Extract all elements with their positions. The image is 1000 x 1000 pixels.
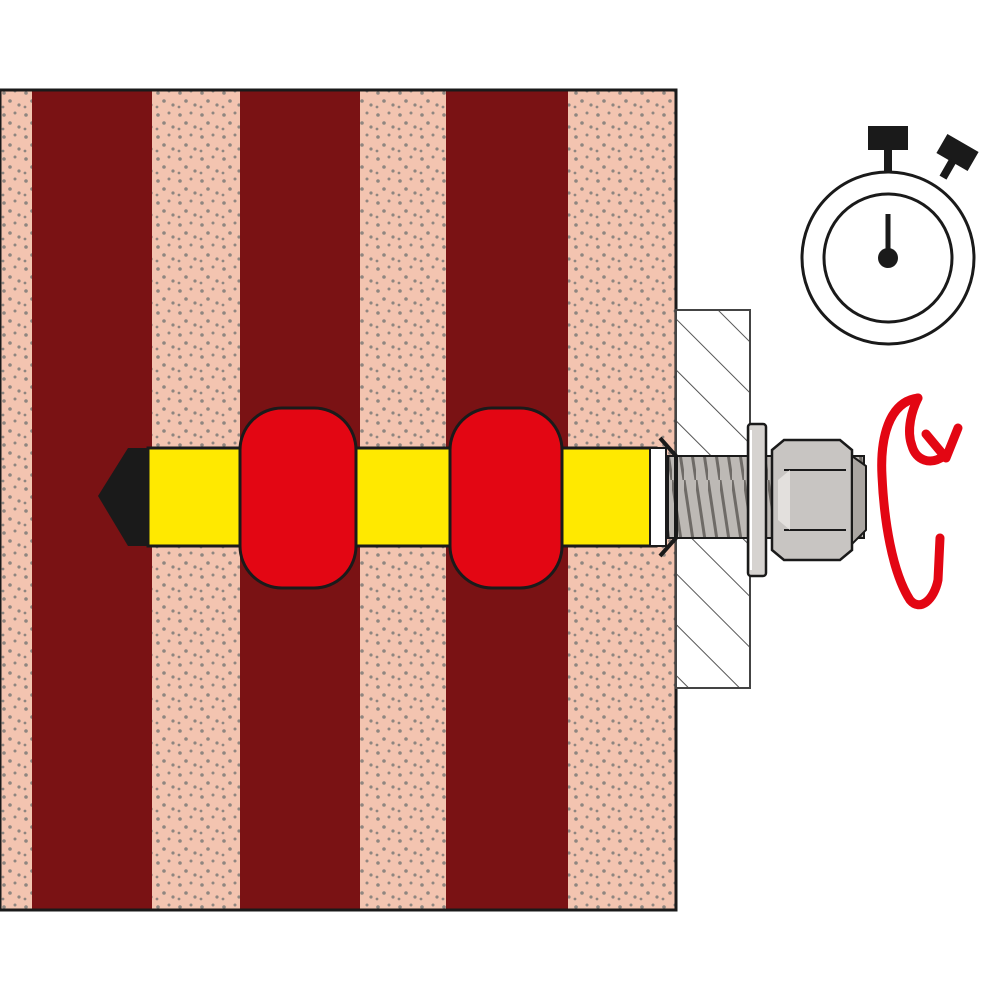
- rotation-arrow-icon: [877, 393, 963, 610]
- sleeve-body: [146, 446, 658, 548]
- expansion-plug-2: [448, 406, 564, 590]
- sleeve-end: [649, 447, 667, 547]
- anchor-sleeve: [98, 406, 667, 590]
- anchor-cone-tip: [98, 448, 150, 546]
- stopwatch-icon: [800, 126, 979, 346]
- hex-nut: [770, 438, 867, 562]
- washer: [746, 422, 768, 578]
- expansion-plug-1: [238, 406, 358, 590]
